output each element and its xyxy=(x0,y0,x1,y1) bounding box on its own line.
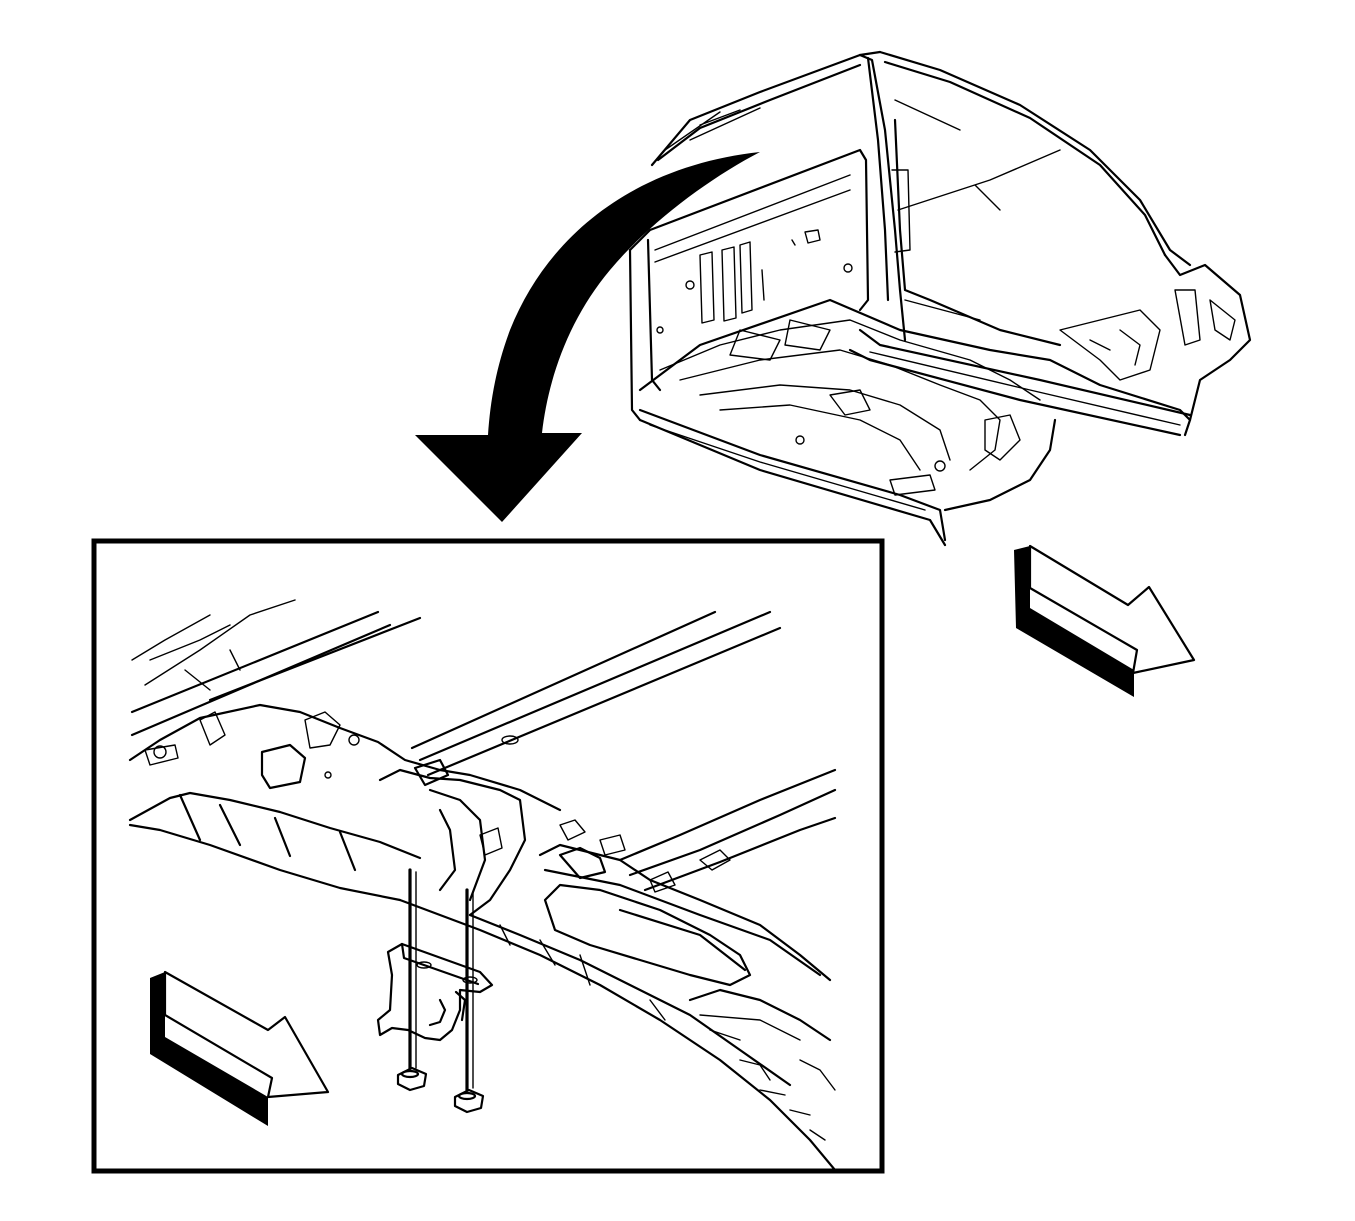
forward-direction-arrow-inset xyxy=(150,970,330,1126)
bolt-right xyxy=(453,888,485,1114)
callout-arrow xyxy=(415,152,760,522)
mounting-bracket xyxy=(376,942,494,1042)
vehicle-body-overview xyxy=(628,50,1252,547)
forward-direction-arrow-top xyxy=(1014,544,1196,697)
bolt-left xyxy=(396,868,428,1092)
detail-inset xyxy=(91,538,885,1174)
